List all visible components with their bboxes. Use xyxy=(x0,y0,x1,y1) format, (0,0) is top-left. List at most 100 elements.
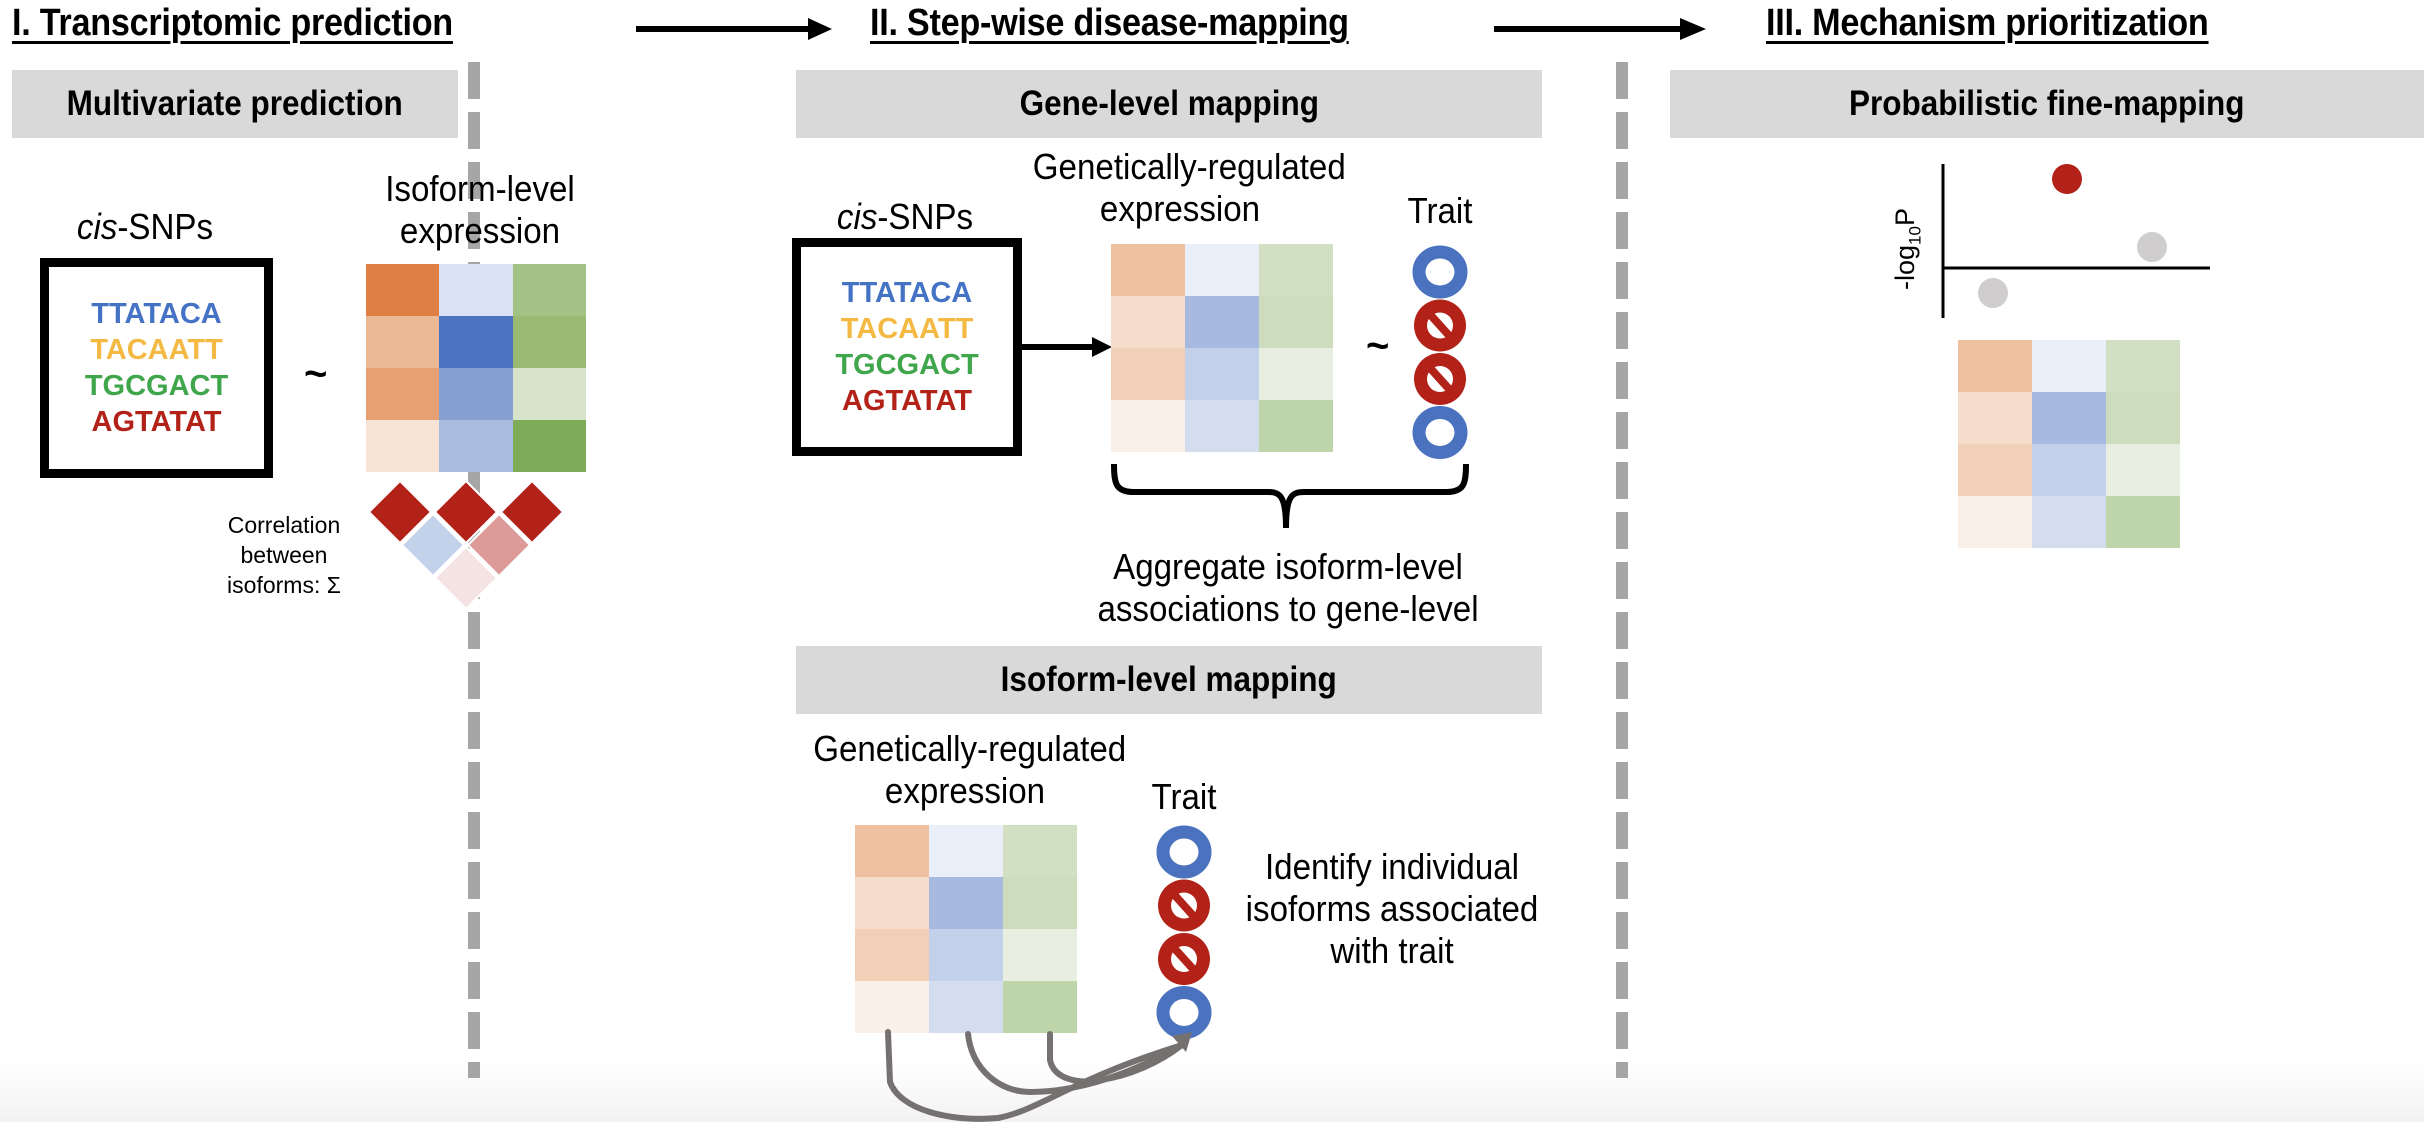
section-header-label: Multivariate prediction xyxy=(66,84,404,123)
gene-gre-heatmap xyxy=(1111,244,1333,452)
plot-point-isoform-3 xyxy=(2137,232,2167,262)
flow-arrow-2 xyxy=(1494,18,1706,40)
snp-to-expression-arrow xyxy=(1022,337,1112,357)
gre-label-gene: Genetically-regulated expression xyxy=(1033,146,1346,230)
tilde-symbol: ~ xyxy=(304,352,328,396)
correlation-cell xyxy=(433,545,499,611)
ring-icon xyxy=(1156,986,1212,1039)
heatmap-cell xyxy=(439,316,513,368)
section-header-label: Gene-level mapping xyxy=(1019,84,1319,123)
panel-title-1: I. Transcriptomic prediction xyxy=(12,2,453,44)
section-header-label: Probabilistic fine-mapping xyxy=(1849,84,2245,123)
ring-icon xyxy=(1412,406,1468,459)
no-symbol-icon xyxy=(1158,933,1210,985)
fine-mapping-plot xyxy=(1941,164,2210,318)
expression-label-1: Isoform-level expression xyxy=(360,168,599,252)
ring-icon xyxy=(1412,245,1468,299)
y-axis-label-suffix: P xyxy=(1890,208,1920,227)
heatmap-cell xyxy=(2032,392,2106,444)
y-axis-label: -log10P xyxy=(1890,180,1930,290)
heatmap-cell xyxy=(855,929,929,981)
gre-label-line1: Genetically-regulated xyxy=(813,728,1127,769)
correlation-cell xyxy=(499,479,565,545)
snp-sequence: AGTATAT xyxy=(842,385,972,417)
heatmap-cell xyxy=(512,420,586,472)
aggregate-label-line2: associations to gene-level xyxy=(1097,588,1479,629)
plot-point-isoform-2 xyxy=(2052,164,2082,194)
no-symbol-icon xyxy=(1414,299,1466,352)
heatmap-cell xyxy=(1111,400,1185,452)
section-header-gene-level: Gene-level mapping xyxy=(796,70,1542,138)
heatmap-cell xyxy=(2032,496,2106,548)
heatmap-cell xyxy=(439,368,513,420)
y-axis-label-prefix: -log xyxy=(1890,244,1920,290)
heatmap-cell xyxy=(1003,929,1077,981)
snp-label-1: cis-SNPs xyxy=(67,206,223,248)
gre-label-line2: expression xyxy=(1099,188,1261,229)
snp-label-rest: -SNPs xyxy=(117,206,214,247)
identify-label-line3: with trait xyxy=(1330,930,1454,971)
heatmap-cell xyxy=(1003,825,1077,877)
correlation-label: Correlation between isoforms: Σ xyxy=(214,510,354,600)
heatmap-cell xyxy=(1111,244,1185,296)
heatmap-cell xyxy=(2106,392,2180,444)
trait-label-gene: Trait xyxy=(1407,190,1473,231)
tilde-symbol: ~ xyxy=(1366,324,1390,368)
heatmap-cell xyxy=(929,981,1003,1033)
snp-sequence: TACAATT xyxy=(840,313,974,345)
correlation-triangle xyxy=(367,479,565,611)
heatmap-cell xyxy=(855,825,929,877)
heatmap-cell xyxy=(929,877,1003,929)
correlation-cell xyxy=(400,512,466,578)
heatmap-cell xyxy=(929,825,1003,877)
heatmap-cell xyxy=(2106,340,2180,392)
heatmap-cell xyxy=(512,316,586,368)
heatmap-cell xyxy=(1185,348,1259,400)
heatmap-cell xyxy=(2032,444,2106,496)
trait-label-isoform: Trait xyxy=(1151,776,1217,817)
gre-label-line2: expression xyxy=(884,770,1046,811)
no-symbol-icon xyxy=(1414,353,1466,405)
isoform-expression-heatmap xyxy=(366,264,586,472)
snp-sequence: TTATACA xyxy=(841,277,973,309)
correlation-label-line2: between xyxy=(240,542,328,568)
heatmap-cell xyxy=(855,877,929,929)
heatmap-cell xyxy=(1185,400,1259,452)
association-arrowhead xyxy=(1172,1032,1192,1052)
snp-label-rest: -SNPs xyxy=(877,196,974,237)
correlation-cell xyxy=(433,479,499,545)
heatmap-cell xyxy=(1185,296,1259,348)
heatmap-cell xyxy=(439,264,513,316)
expression-label-line2: expression xyxy=(399,210,561,251)
gre-label-isoform: Genetically-regulated expression xyxy=(813,728,1127,812)
trait-icons-isoform xyxy=(1156,825,1212,1040)
association-curve-1 xyxy=(885,1029,1185,1122)
identify-label-line1: Identify individual xyxy=(1264,846,1520,887)
heatmap-cell xyxy=(512,264,586,316)
heatmap-cell xyxy=(1111,348,1185,400)
section-header-fine-mapping: Probabilistic fine-mapping xyxy=(1670,70,2424,138)
heatmap-cell xyxy=(1958,444,2032,496)
heatmap-cell xyxy=(1958,340,2032,392)
heatmap-cell xyxy=(1958,392,2032,444)
heatmap-cell xyxy=(366,316,440,368)
snp-sequence: TTATACA xyxy=(91,298,222,330)
heatmap-cell xyxy=(1259,296,1333,348)
heatmap-cell xyxy=(366,264,440,316)
section-header-isoform-level: Isoform-level mapping xyxy=(796,646,1542,714)
heatmap-cell xyxy=(1003,877,1077,929)
heatmap-cell xyxy=(1259,400,1333,452)
heatmap-cell xyxy=(2106,496,2180,548)
aggregate-label: Aggregate isoform-level associations to … xyxy=(1067,546,1509,630)
heatmap-cell xyxy=(1259,348,1333,400)
snp-sequence: AGTATAT xyxy=(91,406,222,438)
heatmap-cell xyxy=(439,420,513,472)
heatmap-cell xyxy=(855,981,929,1033)
y-axis-label-sub: 10 xyxy=(1905,226,1925,245)
panel-title-2: II. Step-wise disease-mapping xyxy=(870,2,1349,44)
flow-arrow-1 xyxy=(636,18,832,40)
correlation-cell xyxy=(466,512,532,578)
panel-title-3: III. Mechanism prioritization xyxy=(1766,2,2209,44)
